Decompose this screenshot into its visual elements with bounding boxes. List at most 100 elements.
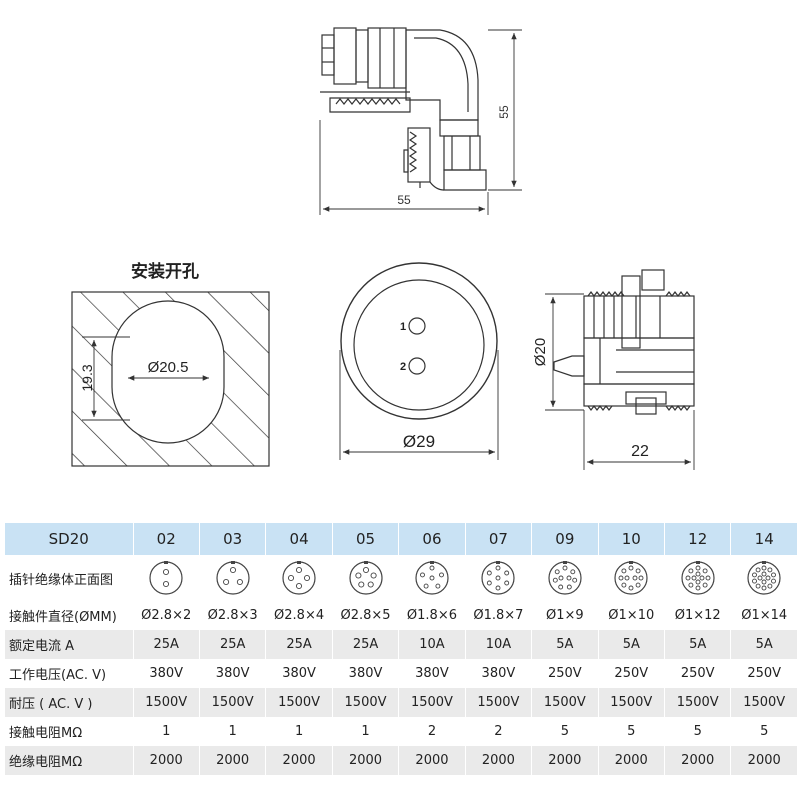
spec-cell: 1500V: [598, 688, 666, 717]
pin-contact: [570, 569, 576, 575]
pin-contact: [761, 565, 767, 571]
pin-contact: [628, 565, 634, 571]
insulator-face-03: [199, 555, 267, 601]
pin-contact: [362, 566, 369, 574]
insulator-face-icon: [282, 561, 316, 595]
spec-row-label: 接触电阻MΩ: [5, 717, 134, 746]
side-view: [320, 27, 487, 191]
insulator-face-07: [465, 555, 533, 601]
insulator-face-06: [398, 555, 466, 601]
spec-cell: 380V: [265, 659, 333, 688]
model-header-14: 14: [730, 523, 798, 555]
pin-contact: [229, 566, 236, 574]
pin-contact: [695, 585, 701, 591]
spec-cell: Ø1.8×7: [465, 601, 533, 630]
pin-contact: [752, 572, 758, 578]
spec-cell: 380V: [133, 659, 200, 688]
spec-cell: 5: [531, 717, 599, 746]
spec-cell: 1500V: [133, 688, 200, 717]
spec-cell: Ø1×10: [598, 601, 666, 630]
pin-contact: [688, 568, 694, 574]
pin-contact: [695, 579, 701, 585]
pin-contact: [632, 575, 638, 581]
pin-contact: [621, 568, 627, 574]
side-view-width-dim: 55: [397, 193, 411, 207]
spec-cell: 2000: [730, 746, 798, 775]
spec-cell: 25A: [133, 630, 200, 659]
pin-contact: [755, 567, 761, 573]
model-header-06: 06: [398, 523, 466, 555]
pin-contact: [554, 569, 560, 575]
pin-contact: [572, 577, 577, 583]
insulator-face-icon: [481, 561, 516, 595]
pin-contact: [702, 568, 708, 574]
spec-cell: Ø1×12: [664, 601, 732, 630]
spec-cell: 250V: [531, 659, 599, 688]
spec-cell: 380V: [398, 659, 466, 688]
insulator-face-icon: [747, 561, 781, 595]
pin-contact: [222, 578, 229, 586]
pin-2-label: 2: [400, 361, 406, 373]
pin-contact: [761, 579, 767, 585]
spec-cell: Ø1×9: [531, 601, 599, 630]
pin-contact: [487, 570, 493, 576]
section-view-dimensions: [545, 293, 695, 470]
pin-contact: [767, 583, 773, 589]
pin-contact: [495, 565, 501, 571]
spec-cell: 2: [398, 717, 466, 746]
front-view-diameter-dim: Ø29: [403, 432, 435, 451]
pin-contact: [236, 578, 243, 586]
spec-cell: 25A: [265, 630, 333, 659]
insulator-face-icon: [216, 561, 250, 595]
pin-contact: [420, 572, 425, 578]
spec-row-label: 绝缘电阻MΩ: [5, 746, 134, 775]
insulator-face-05: [332, 555, 400, 601]
pin-contact: [761, 585, 767, 591]
spec-cell: 2000: [531, 746, 599, 775]
spec-cell: 250V: [598, 659, 666, 688]
section-view-length-dim: 22: [631, 443, 649, 460]
model-header-09: 09: [531, 523, 599, 555]
spec-cell: 2000: [332, 746, 400, 775]
spec-cell: 25A: [332, 630, 400, 659]
spec-cell: 1: [133, 717, 200, 746]
spec-row-label: 耐压 ( AC. V ): [5, 688, 134, 717]
pin-contact: [304, 574, 311, 582]
spec-row-label: 接触件直径(ØMM): [5, 601, 134, 630]
model-header-04: 04: [265, 523, 333, 555]
pin-contact: [495, 575, 501, 581]
pin-contact: [695, 571, 701, 577]
pin-contact: [487, 580, 493, 586]
pin-contact: [771, 578, 777, 584]
section-view-diameter-dim: Ø20: [532, 338, 549, 366]
pin-contact: [370, 572, 377, 579]
face-row-label: 插针绝缘体正面图: [5, 555, 134, 601]
panel-cutout-title: 安装开孔: [131, 261, 199, 282]
pin-contact: [504, 570, 510, 576]
spec-cell: 5: [664, 717, 732, 746]
pin-contact: [628, 585, 634, 591]
insulator-face-04: [265, 555, 333, 601]
pin-contact: [767, 567, 773, 573]
pin-contact: [429, 575, 435, 581]
pin-contact: [621, 582, 627, 588]
spec-cell: 2000: [398, 746, 466, 775]
spec-cell: 1500V: [199, 688, 267, 717]
spec-cell: 2: [465, 717, 533, 746]
pin-contact: [163, 568, 170, 576]
spec-cell: 1: [199, 717, 267, 746]
pin-contact: [685, 575, 691, 581]
pin-contact: [752, 578, 758, 584]
pin-contact: [367, 581, 374, 588]
spec-cell: Ø1.8×6: [398, 601, 466, 630]
spec-cell: Ø2.8×5: [332, 601, 400, 630]
spec-cell: 1500V: [465, 688, 533, 717]
insulator-face-10: [598, 555, 666, 601]
panel-cutout-diameter-dim: Ø20.5: [148, 359, 189, 376]
